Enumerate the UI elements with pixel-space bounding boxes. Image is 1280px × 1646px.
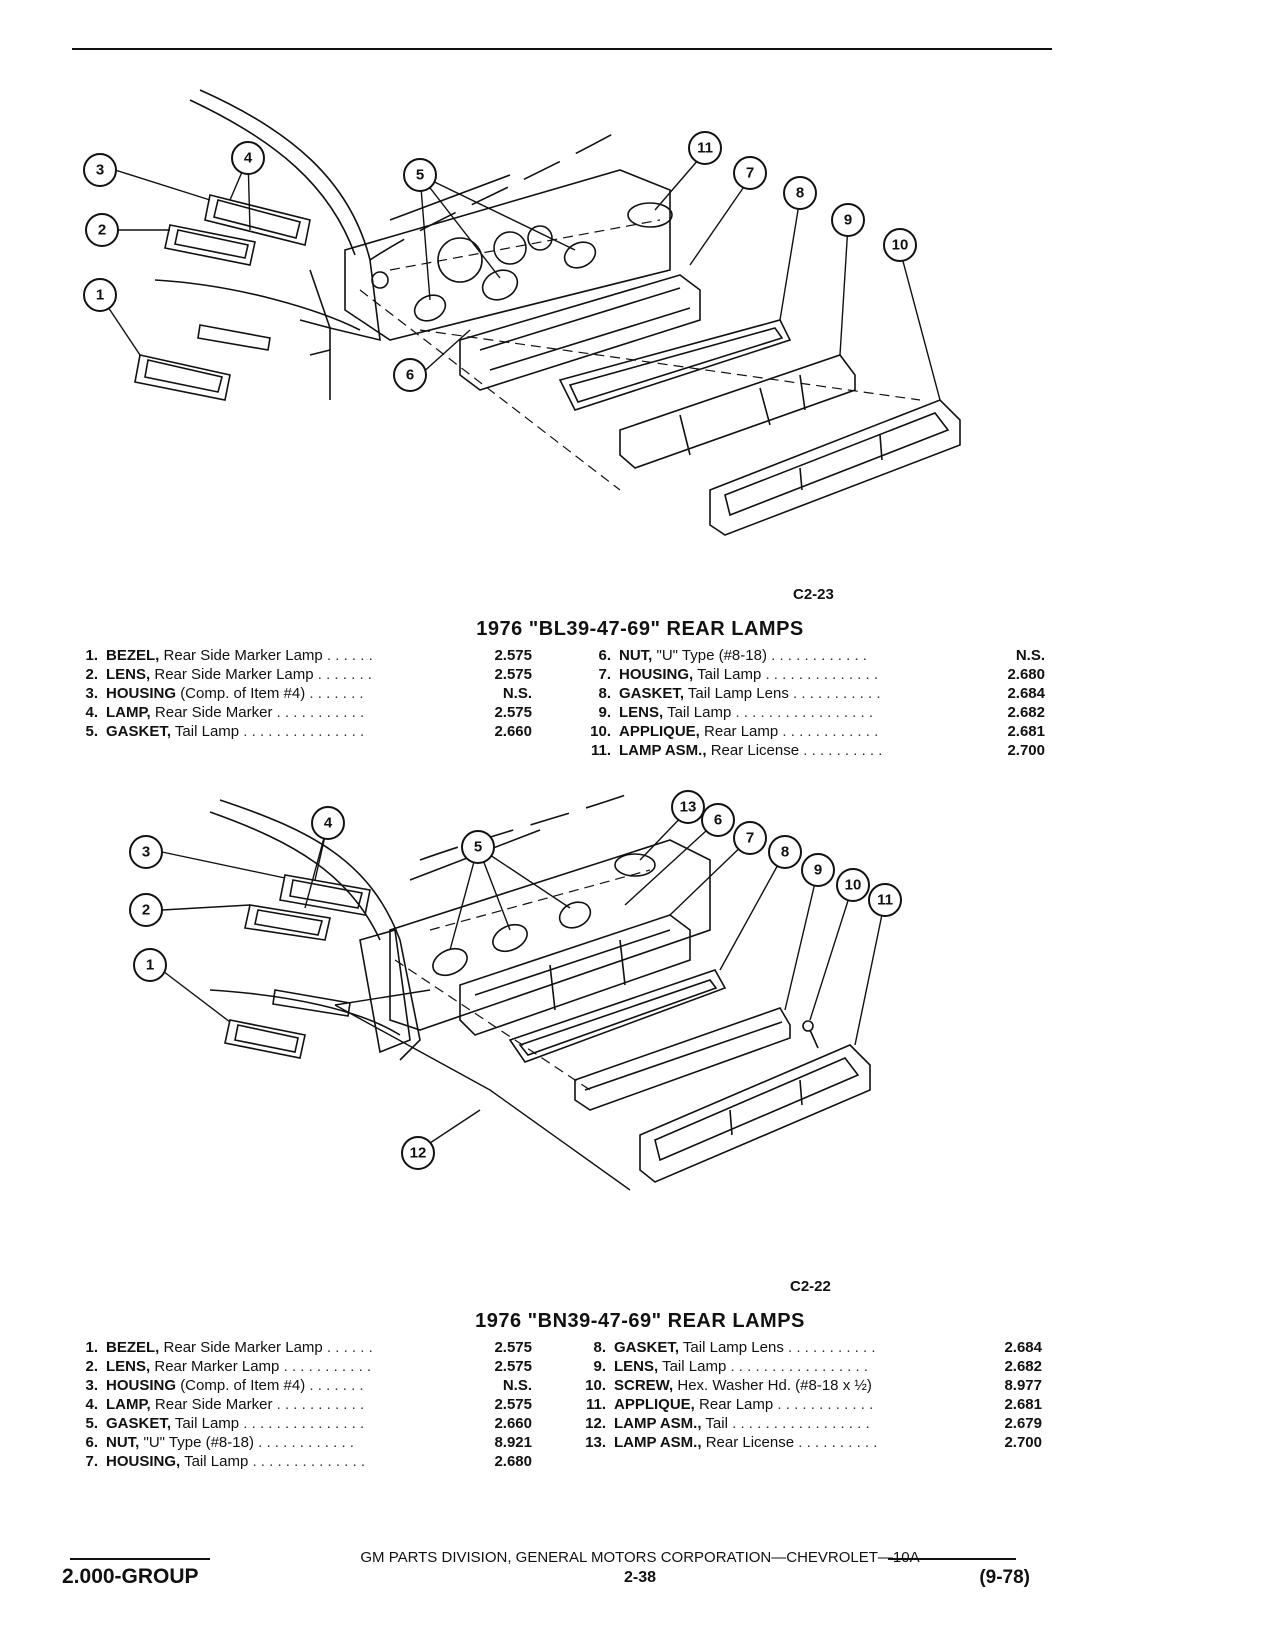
svg-text:5: 5 bbox=[474, 839, 482, 856]
svg-text:5: 5 bbox=[416, 167, 424, 184]
footer-rule-right bbox=[888, 1558, 1016, 1560]
svg-text:10: 10 bbox=[845, 877, 862, 894]
page-number: 2-38 bbox=[623, 1569, 657, 1586]
callout-3: 3 bbox=[129, 835, 163, 869]
callout-12: 12 bbox=[401, 1136, 435, 1170]
diagram-bn-rear-lamps: 1 2 3 4 5 6 7 8 9 10 11 12 13 bbox=[110, 790, 990, 1270]
part-row: 12.LAMP ASM., Tail . . . . . . . . . . .… bbox=[585, 1415, 1042, 1432]
callout-9: 9 bbox=[831, 203, 865, 237]
part-row: 9.LENS, Tail Lamp . . . . . . . . . . . … bbox=[593, 1358, 1042, 1375]
part-row: 10.APPLIQUE, Rear Lamp . . . . . . . . .… bbox=[590, 723, 1045, 740]
part-row: 7.HOUSING, Tail Lamp . . . . . . . . . .… bbox=[598, 666, 1045, 683]
part-row: 6.NUT, "U" Type (#8-18) . . . . . . . . … bbox=[598, 647, 1045, 664]
callout-13: 13 bbox=[671, 790, 705, 824]
top-rule bbox=[72, 48, 1052, 50]
callout-2: 2 bbox=[129, 893, 163, 927]
section1-parts-right: 6.NUT, "U" Type (#8-18) . . . . . . . . … bbox=[575, 646, 1045, 760]
part-row: 11.LAMP ASM., Rear License . . . . . . .… bbox=[590, 742, 1045, 759]
svg-text:9: 9 bbox=[814, 862, 822, 879]
part-row: 3.HOUSING (Comp. of Item #4) . . . . . .… bbox=[85, 1377, 532, 1394]
svg-text:1: 1 bbox=[96, 287, 104, 304]
callout-10: 10 bbox=[836, 868, 870, 902]
callout-3: 3 bbox=[83, 153, 117, 187]
svg-text:11: 11 bbox=[697, 140, 713, 157]
svg-text:6: 6 bbox=[714, 812, 722, 829]
svg-text:10: 10 bbox=[892, 237, 909, 254]
part-row: 1.BEZEL, Rear Side Marker Lamp . . . . .… bbox=[85, 647, 532, 664]
part-row: 11.APPLIQUE, Rear Lamp . . . . . . . . .… bbox=[585, 1396, 1042, 1413]
section1-title: 1976 "BL39-47-69" REAR LAMPS bbox=[476, 618, 804, 640]
svg-text:3: 3 bbox=[96, 162, 104, 179]
callout-4: 4 bbox=[231, 141, 265, 175]
svg-text:12: 12 bbox=[410, 1145, 427, 1162]
part-row: 13.LAMP ASM., Rear License . . . . . . .… bbox=[585, 1434, 1042, 1451]
section2-parts-right: 8.GASKET, Tail Lamp Lens . . . . . . . .… bbox=[570, 1338, 1042, 1452]
callout-11: 11 bbox=[688, 131, 722, 165]
svg-text:2: 2 bbox=[98, 222, 106, 239]
callout-5: 5 bbox=[403, 158, 437, 192]
figure-code-c2-22: C2-22 bbox=[790, 1278, 831, 1295]
part-row: 9.LENS, Tail Lamp . . . . . . . . . . . … bbox=[598, 704, 1045, 721]
callout-6: 6 bbox=[701, 803, 735, 837]
svg-text:4: 4 bbox=[244, 150, 253, 167]
svg-text:6: 6 bbox=[406, 367, 414, 384]
callout-8: 8 bbox=[783, 176, 817, 210]
svg-text:11: 11 bbox=[877, 892, 893, 909]
footer-date: (9-78) bbox=[979, 1567, 1030, 1588]
callout-11: 11 bbox=[868, 883, 902, 917]
callout-10: 10 bbox=[883, 228, 917, 262]
part-row: 2.LENS, Rear Marker Lamp . . . . . . . .… bbox=[85, 1358, 532, 1375]
footer-division: GM PARTS DIVISION, GENERAL MOTORS CORPOR… bbox=[360, 1549, 920, 1566]
callout-6: 6 bbox=[393, 358, 427, 392]
svg-text:7: 7 bbox=[746, 165, 754, 182]
part-row: 2.LENS, Rear Side Marker Lamp . . . . . … bbox=[85, 666, 532, 683]
diagram-bl-rear-lamps: 1 2 3 4 5 6 7 8 9 10 11 bbox=[60, 70, 1020, 570]
part-row: 8.GASKET, Tail Lamp Lens . . . . . . . .… bbox=[598, 685, 1045, 702]
part-row: 5.GASKET, Tail Lamp . . . . . . . . . . … bbox=[85, 723, 532, 740]
callout-8: 8 bbox=[768, 835, 802, 869]
section1-parts-left: 1.BEZEL, Rear Side Marker Lamp . . . . .… bbox=[62, 646, 532, 741]
callout-5: 5 bbox=[461, 830, 495, 864]
callout-2: 2 bbox=[85, 213, 119, 247]
part-row: 7.HOUSING, Tail Lamp . . . . . . . . . .… bbox=[85, 1453, 532, 1470]
footer-group: 2.000-GROUP bbox=[62, 1565, 199, 1588]
figure-code-c2-23: C2-23 bbox=[793, 586, 834, 603]
svg-text:8: 8 bbox=[796, 185, 804, 202]
svg-text:1: 1 bbox=[146, 957, 154, 974]
section2-title: 1976 "BN39-47-69" REAR LAMPS bbox=[475, 1310, 805, 1332]
footer-rule-left bbox=[70, 1558, 210, 1560]
section2-parts-left: 1.BEZEL, Rear Side Marker Lamp . . . . .… bbox=[62, 1338, 532, 1471]
part-row: 8.GASKET, Tail Lamp Lens . . . . . . . .… bbox=[593, 1339, 1042, 1356]
callout-7: 7 bbox=[733, 156, 767, 190]
svg-text:8: 8 bbox=[781, 844, 789, 861]
callout-9: 9 bbox=[801, 853, 835, 887]
part-row: 6.NUT, "U" Type (#8-18) . . . . . . . . … bbox=[85, 1434, 532, 1451]
part-row: 3.HOUSING (Comp. of Item #4) . . . . . .… bbox=[85, 685, 532, 702]
svg-text:4: 4 bbox=[324, 815, 333, 832]
part-row: 4.LAMP, Rear Side Marker . . . . . . . .… bbox=[85, 704, 532, 721]
svg-text:7: 7 bbox=[746, 830, 754, 847]
callout-1: 1 bbox=[133, 948, 167, 982]
svg-text:13: 13 bbox=[680, 799, 697, 816]
callout-1: 1 bbox=[83, 278, 117, 312]
callout-7: 7 bbox=[733, 821, 767, 855]
part-row: 10.SCREW, Hex. Washer Hd. (#8-18 x ½)8.9… bbox=[585, 1377, 1042, 1394]
part-row: 5.GASKET, Tail Lamp . . . . . . . . . . … bbox=[85, 1415, 532, 1432]
callout-4: 4 bbox=[311, 806, 345, 840]
svg-text:9: 9 bbox=[844, 212, 852, 229]
part-row: 1.BEZEL, Rear Side Marker Lamp . . . . .… bbox=[85, 1339, 532, 1356]
part-row: 4.LAMP, Rear Side Marker . . . . . . . .… bbox=[85, 1396, 532, 1413]
svg-text:3: 3 bbox=[142, 844, 150, 861]
svg-text:2: 2 bbox=[142, 902, 150, 919]
